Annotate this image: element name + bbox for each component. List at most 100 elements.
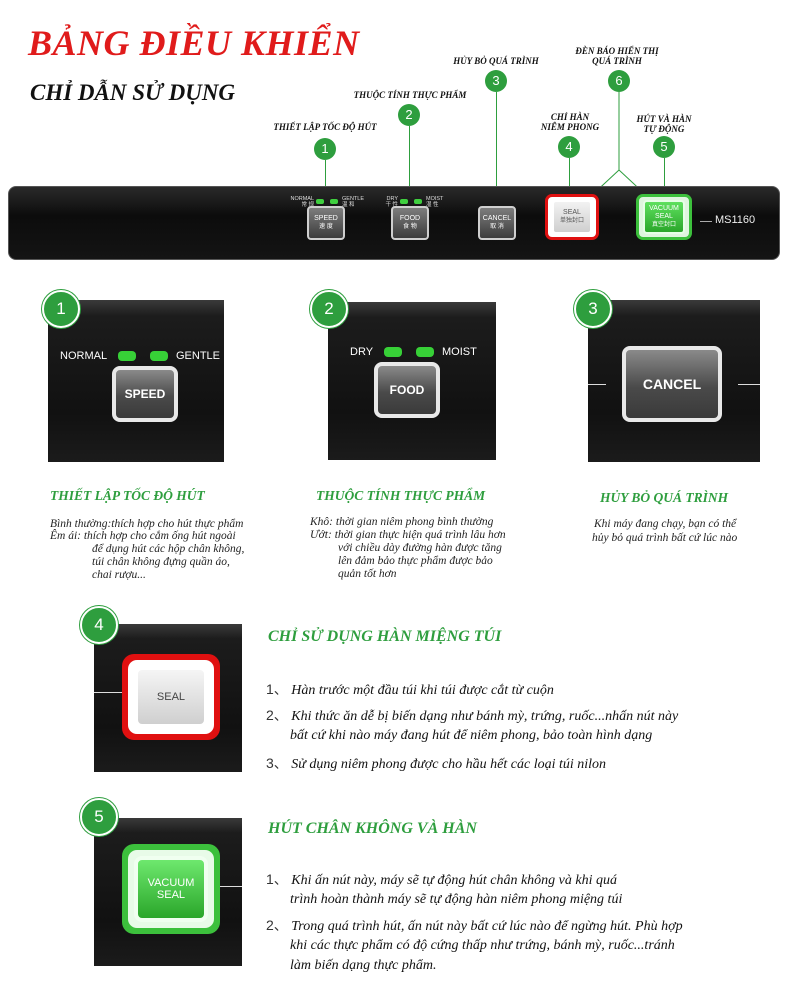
callout-label-6-line2: QUÁ TRÌNH (592, 56, 642, 66)
callout-line-2 (409, 126, 410, 194)
section3-cancel-label: CANCEL (642, 376, 702, 392)
panel-moist-cn: 湿 性 (426, 202, 439, 208)
section5-item-1-num: 1、 (266, 871, 288, 887)
section4-item-2-num: 2、 (266, 707, 288, 723)
panel-speed-button[interactable]: SPEED 速 度 (307, 206, 345, 240)
section4-item-3: 3、 Sử dụng niêm phong được cho hầu hết c… (266, 754, 606, 774)
panel-vacuum-cn: 真空封口 (651, 222, 676, 228)
section1-number: 1 (42, 290, 80, 328)
panel-food-label: FOOD (399, 215, 421, 222)
section1-speed-label: SPEED (124, 387, 166, 401)
panel-dry-label: DRY 干 性 (376, 196, 398, 208)
section2-desc-line1: Khô: thời gian niêm phong bình thường (310, 516, 494, 528)
panel-cancel-cn: 取 消 (490, 224, 504, 230)
section5-vacuum-label-1: VACUUM (147, 877, 195, 889)
section5-heading: HÚT CHÂN KHÔNG VÀ HÀN (268, 820, 477, 837)
section2-number: 2 (310, 290, 348, 328)
panel-moist-en: MOIST (426, 196, 444, 202)
callout-label-5-line2: TỰ ĐỘNG (643, 124, 685, 134)
callout-label-2: THUỘC TÍNH THỰC PHẨM (353, 90, 467, 100)
section2-desc-line2: Ướt: thời gian thực hiện quá trình lâu h… (310, 529, 506, 541)
callout-number-3: 3 (485, 70, 507, 92)
section3-desc-line2: hủy bỏ quá trình bất cứ lúc nào (592, 532, 738, 544)
section1-desc-line4: túi chân không đựng quần áo, (92, 556, 230, 568)
section4-seal-button[interactable]: SEAL (134, 666, 208, 728)
callout-label-5-line1: HÚT VÀ HÀN (636, 114, 692, 124)
section4-number: 4 (80, 606, 118, 644)
section3-image: CANCEL (588, 300, 760, 462)
callout-label-6-line1: ĐÈN BÁO HIỂN THỊ (575, 46, 659, 56)
section4-seal-label: SEAL (156, 691, 186, 703)
callout-label-4: CHỈ HÀN NIÊM PHONG (528, 112, 612, 132)
section2-food-label: FOOD (389, 383, 425, 397)
callout-label-1: THIẾT LẬP TỐC ĐỘ HÚT (273, 122, 377, 132)
callout-line-3 (496, 92, 497, 202)
panel-led-normal (316, 199, 324, 204)
callout-label-4-line1: CHỈ HÀN (550, 112, 590, 122)
section5-number: 5 (80, 798, 118, 836)
callout-number-1: 1 (314, 138, 336, 160)
section2-image: DRY MOIST FOOD (328, 302, 496, 460)
section2-moist-label: MOIST (442, 346, 477, 358)
section1-desc-line1: Bình thường:thích hợp cho hút thực phẩm (50, 518, 244, 530)
page-subtitle: CHỈ DẪN SỬ DỤNG (30, 80, 236, 105)
section1-desc-line5: chai rượu... (92, 569, 146, 581)
section4-item-1-line1: Hàn trước một đầu túi khi túi được cắt t… (291, 683, 554, 698)
panel-speed-cn: 速 度 (319, 224, 333, 230)
section3-heading: HỦY BỎ QUÁ TRÌNH (600, 490, 729, 505)
section3-line-left (588, 384, 606, 385)
panel-gentle-label: GENTLE 温 和 (342, 196, 364, 208)
section4-item-1: 1、 Hàn trước một đầu túi khi túi được cắ… (266, 680, 554, 700)
callout-label-6: ĐÈN BÁO HIỂN THỊ QUÁ TRÌNH (562, 46, 672, 66)
section3-cancel-button[interactable]: CANCEL (622, 346, 722, 422)
callout-line-1 (325, 160, 326, 194)
section3-desc-line1: Khi máy đang chạy, bạn có thể (594, 518, 737, 530)
callout-label-5: HÚT VÀ HÀN TỰ ĐỘNG (622, 114, 706, 134)
panel-normal-en: NORMAL (290, 196, 314, 202)
panel-vacuum-button[interactable]: VACUUM SEAL 真空封口 (643, 200, 685, 234)
page-title: BẢNG ĐIỀU KHIỂN (28, 23, 360, 63)
section5-item-2-line3: làm biến dạng thực phẩm. (290, 958, 437, 973)
panel-seal-cn: 单独封口 (559, 218, 584, 224)
section5-item-1: 1、 Khi ấn nút này, máy sẽ tự động hút ch… (266, 870, 617, 890)
section2-led-dry (384, 347, 402, 357)
callout-line-4 (569, 158, 570, 194)
panel-led-gentle (330, 199, 338, 204)
section2-dry-label: DRY (350, 346, 374, 358)
panel-seal-button[interactable]: SEAL 单独封口 (552, 200, 592, 234)
callout-number-4: 4 (558, 136, 580, 158)
section4-item-2: 2、 Khi thức ăn dễ bị biến dạng như bánh … (266, 706, 678, 726)
section2-desc-line4: lên đảm bảo thực phẩm được bảo (338, 555, 493, 567)
callout-number-6: 6 (608, 70, 630, 92)
section3-number: 3 (574, 290, 612, 328)
panel-model-line (700, 221, 712, 222)
section1-led-normal (118, 351, 136, 361)
panel-dry-en: DRY (386, 196, 398, 202)
panel-speed-label: SPEED (314, 215, 338, 222)
section2-heading: THUỘC TÍNH THỰC PHẨM (316, 488, 486, 503)
panel-normal-cn: 常 规 (301, 202, 314, 208)
panel-food-button[interactable]: FOOD 食 物 (391, 206, 429, 240)
panel-normal-label: NORMAL 常 规 (286, 196, 314, 208)
section2-food-button[interactable]: FOOD (374, 362, 440, 418)
section4-item-1-num: 1、 (266, 681, 288, 697)
section4-image: SEAL (94, 624, 242, 772)
section2-desc-line3: với chiều dày đường hàn được tăng (338, 542, 502, 554)
panel-led-moist (414, 199, 422, 204)
section4-item-3-num: 3、 (266, 755, 288, 771)
section5-item-2-num: 2、 (266, 917, 288, 933)
section5-vacuum-label-2: SEAL (156, 889, 186, 901)
callout-line-5 (664, 158, 665, 194)
panel-dry-cn: 干 性 (385, 202, 398, 208)
panel-cancel-button[interactable]: CANCEL 取 消 (478, 206, 516, 240)
section5-image: VACUUM SEAL (94, 818, 242, 966)
section2-desc-line5: quản tốt hơn (338, 568, 397, 580)
section5-item-2-line2: khi các thực phẩm có độ cứng thấp như tr… (290, 938, 675, 953)
section1-normal-label: NORMAL (60, 350, 108, 362)
panel-model: MS1160 (715, 214, 756, 226)
section1-speed-button[interactable]: SPEED (112, 366, 178, 422)
callout-label-4-line2: NIÊM PHONG (540, 122, 600, 132)
section5-vacuum-button[interactable]: VACUUM SEAL (134, 856, 208, 922)
panel-cancel-label: CANCEL (482, 215, 512, 222)
panel-vacuum-label-1: VACUUM (649, 205, 679, 212)
